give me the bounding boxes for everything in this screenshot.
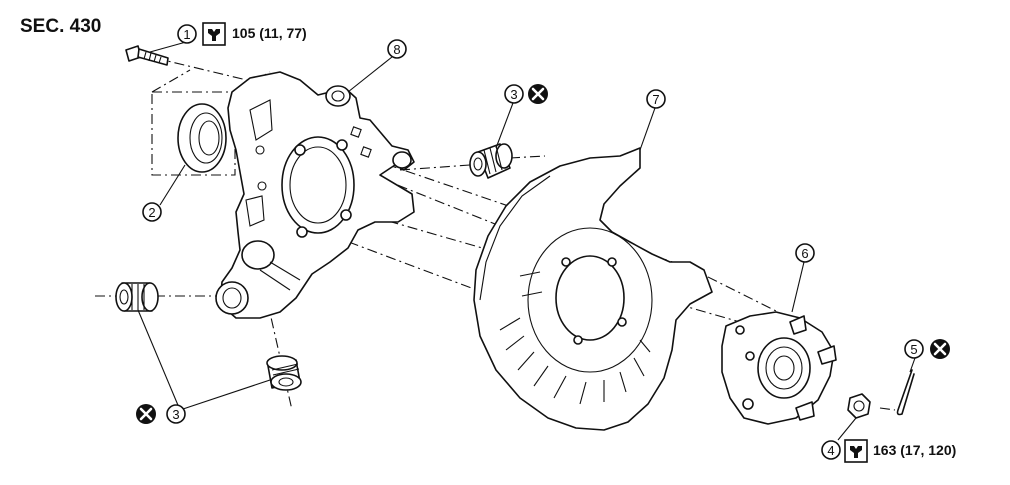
- bushing-upper: [469, 143, 513, 179]
- svg-text:3: 3: [510, 87, 517, 102]
- callout-8: 8: [387, 39, 407, 59]
- dust-seal-part: [151, 69, 271, 176]
- cotter-pin-part: [896, 369, 915, 416]
- do-not-reuse-icon: [930, 339, 950, 359]
- svg-text:3: 3: [172, 407, 179, 422]
- svg-text:2: 2: [148, 205, 155, 220]
- torque-value-4: 163 (17, 120): [873, 442, 957, 458]
- torque-value-1: 105 (11, 77): [232, 25, 307, 41]
- svg-text:5: 5: [910, 342, 917, 357]
- bolt-part: [125, 45, 169, 66]
- svg-text:6: 6: [801, 246, 808, 261]
- callout-3-lower: 3: [166, 404, 186, 424]
- backing-plate-part: [473, 147, 713, 431]
- torque-wrench-icon: [844, 439, 868, 463]
- steering-knuckle-part: [215, 71, 415, 319]
- svg-text:1: 1: [183, 27, 190, 42]
- bushing-lower: [266, 355, 302, 391]
- svg-text:4: 4: [827, 443, 834, 458]
- callout-2: 2: [142, 202, 162, 222]
- callout-7: 7: [646, 89, 666, 109]
- section-label: SEC. 430: [20, 16, 102, 37]
- callout-3-upper: 3: [504, 84, 524, 104]
- do-not-reuse-icon: [528, 84, 548, 104]
- callout-6: 6: [795, 243, 815, 263]
- leader-lines: [137, 41, 916, 441]
- svg-text:7: 7: [652, 92, 659, 107]
- bushing-left: [115, 282, 159, 312]
- callout-1: 1: [177, 24, 197, 44]
- callout-4: 4: [821, 440, 841, 460]
- hub-nut-part: [847, 393, 871, 419]
- svg-text:8: 8: [393, 42, 400, 57]
- do-not-reuse-icon: [136, 404, 156, 424]
- torque-wrench-icon: [202, 22, 226, 46]
- callout-5: 5: [904, 339, 924, 359]
- hub-bearing-part: [721, 311, 837, 425]
